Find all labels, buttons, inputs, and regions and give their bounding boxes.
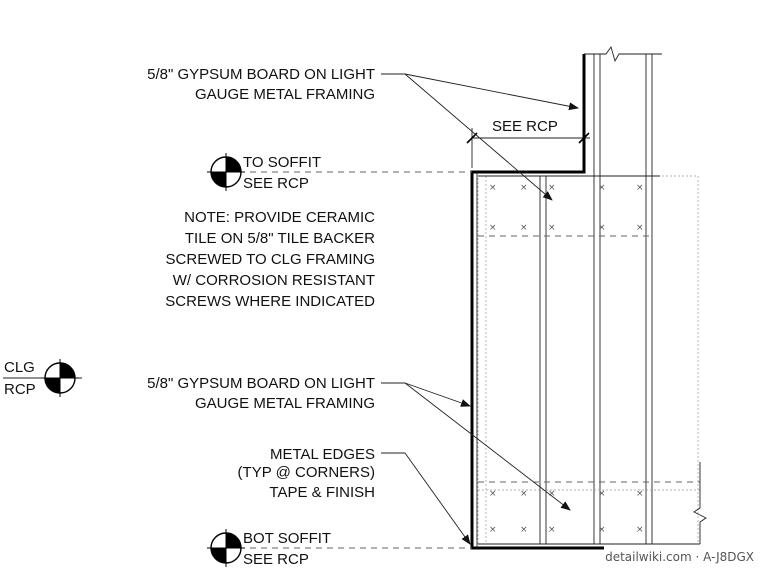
level-target-icon <box>41 359 79 397</box>
svg-text:×: × <box>548 183 556 193</box>
leader-board-mid <box>381 382 571 511</box>
svg-text:×: × <box>598 489 606 499</box>
note-metal-edges-line2: (TYP @ CORNERS) <box>238 464 375 481</box>
svg-text:×: × <box>548 525 556 535</box>
level-bot-soffit-label: BOT SOFFIT <box>243 530 331 547</box>
level-to-soffit-label: TO SOFFIT <box>243 154 321 171</box>
svg-text:×: × <box>520 223 528 233</box>
note-metal-edges-line1: METAL EDGES <box>270 446 375 463</box>
break-line-icon <box>693 462 707 544</box>
svg-text:×: × <box>520 489 528 499</box>
level-clg-label: CLG <box>4 359 35 376</box>
note-ceramic-line4: W/ CORROSION RESISTANT <box>173 272 375 289</box>
svg-text:×: × <box>520 183 528 193</box>
soffit-framing: × × × × × × × × × × × × × × × × × × × × <box>477 54 700 545</box>
level-bot-soffit-ref: SEE RCP <box>243 551 309 568</box>
svg-text:×: × <box>636 183 644 193</box>
break-line-icon <box>584 45 662 63</box>
level-target-icon <box>207 529 245 567</box>
note-ceramic-line2: TILE ON 5/8" TILE BACKER <box>185 230 375 247</box>
svg-text:×: × <box>520 525 528 535</box>
svg-text:×: × <box>489 223 497 233</box>
note-ceramic-line1: NOTE: PROVIDE CERAMIC <box>184 209 375 226</box>
svg-text:×: × <box>489 525 497 535</box>
screw-x-icon: × × × × × × × × × × × × × × × × × × × × <box>489 183 644 535</box>
note-board-top-line1: 5/8" GYPSUM BOARD ON LIGHT <box>147 66 375 83</box>
watermark-text: detailwiki.com · A-J8DGX <box>605 550 754 564</box>
tick-mark-icon <box>466 132 478 144</box>
level-clg-ref: RCP <box>4 381 36 398</box>
svg-text:×: × <box>636 525 644 535</box>
svg-text:×: × <box>636 489 644 499</box>
note-board-mid-line2: GAUGE METAL FRAMING <box>195 395 375 412</box>
svg-text:×: × <box>489 489 497 499</box>
leader-metal-edges <box>381 452 471 545</box>
leader-board-top <box>381 73 579 201</box>
note-board-mid-line1: 5/8" GYPSUM BOARD ON LIGHT <box>147 375 375 392</box>
dimension-see-rcp: SEE RCP <box>492 118 558 135</box>
svg-text:×: × <box>598 183 606 193</box>
dimension-line <box>466 128 590 168</box>
svg-text:×: × <box>489 183 497 193</box>
svg-text:×: × <box>636 223 644 233</box>
tick-mark-icon <box>578 132 590 144</box>
note-metal-edges-line3: TAPE & FINISH <box>269 484 375 501</box>
level-to-soffit-ref: SEE RCP <box>243 175 309 192</box>
note-board-top-line2: GAUGE METAL FRAMING <box>195 86 375 103</box>
note-ceramic-line5: SCREWS WHERE INDICATED <box>165 293 375 310</box>
svg-text:×: × <box>548 223 556 233</box>
note-ceramic-line3: SCREWED TO CLG FRAMING <box>166 251 375 268</box>
level-target-icon <box>207 153 245 191</box>
gypsum-board-layer <box>477 175 699 545</box>
svg-text:×: × <box>548 489 556 499</box>
svg-text:×: × <box>598 223 606 233</box>
svg-text:×: × <box>598 525 606 535</box>
